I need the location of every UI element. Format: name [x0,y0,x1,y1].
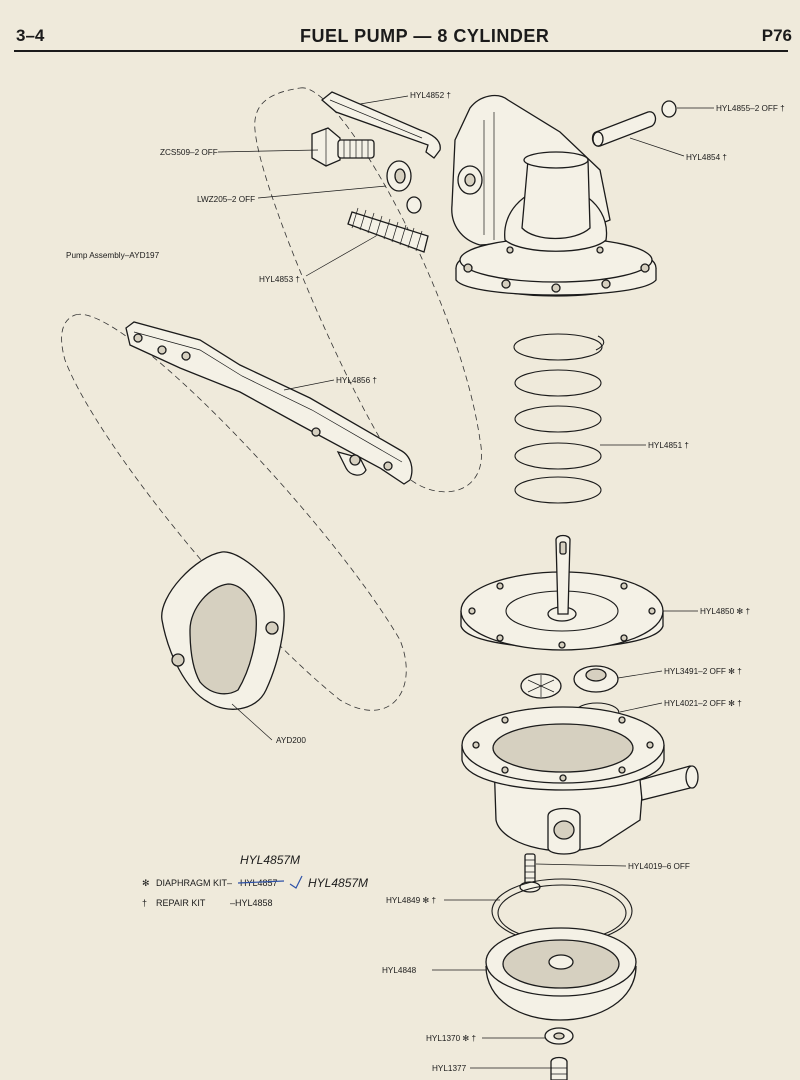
handwritten-part-number-beside: HYL4857M [308,876,368,890]
strike-through-mark [237,880,285,884]
diaphragm-part [460,534,664,651]
repair-kit-symbol: † [142,898,147,908]
label-zcs509: ZCS509–2 OFF [160,148,218,157]
label-hyl4855: HYL4855–2 OFF † [716,104,785,113]
pin-clip-part [661,100,677,118]
label-hyl4853: HYL4853 † [259,275,300,284]
label-hyl4850: HYL4850 ✻ † [700,607,750,616]
lock-washer-part [386,160,412,192]
label-hyl4856: HYL4856 † [336,376,377,385]
bolt-part [311,127,375,167]
small-bush-part [406,196,422,214]
page-number: P76 [761,26,792,45]
label-hyl4848: HYL4848 [382,966,417,975]
label-hyl4852: HYL4852 † [410,91,451,100]
repair-kit-label: REPAIR KIT [156,898,206,908]
rocker-spring-part [347,207,429,253]
label-hyl4021: HYL4021–2 OFF ✻ † [664,699,742,708]
repair-kit-part: –HYL4858 [230,898,273,908]
section-number: 3–4 [16,26,45,45]
handwritten-check-mark [289,875,303,889]
label-hyl4854: HYL4854 † [686,153,727,162]
label-hyl4849: HYL4849 ✻ † [386,896,436,905]
bottom-cover-part [485,927,637,1021]
kit-legend: ✻ DIAPHRAGM KIT– HYL4857 † REPAIR KIT –H… [142,878,285,908]
label-lwz205: LWZ205–2 OFF [197,195,255,204]
upper-body-part [451,94,657,297]
lower-body-part [461,706,699,855]
body-screw-part [519,853,541,893]
flange-gasket-part [161,551,285,710]
page-title: FUEL PUMP — 8 CYLINDER [300,26,550,46]
alignment-ellipse-lower [61,313,407,711]
label-hyl1377: HYL1377 [432,1064,467,1073]
leader-lines [217,95,714,1069]
header-rule [14,50,788,52]
diaphragm-kit-part: HYL4857 [240,878,278,888]
diaphragm-spring-part [513,333,605,504]
alignment-ellipse-upper [254,87,482,493]
label-hyl1370: HYL1370 ✻ † [426,1034,476,1043]
sealing-washer-part [544,1027,574,1045]
cover-stud-part [550,1056,568,1080]
diaphragm-kit-symbol: ✻ [142,878,150,888]
diaphragm-kit-label: DIAPHRAGM KIT– [156,878,232,888]
handwritten-part-number-above: HYL4857M [240,853,300,867]
label-ayd200: AYD200 [276,736,306,745]
rocker-pin-part [591,111,657,147]
rocker-clip-part [320,91,441,159]
label-hyl3491: HYL3491–2 OFF ✻ † [664,667,742,676]
label-hyl4019: HYL4019–6 OFF [628,862,690,871]
assembly-label: Pump Assembly–AYD197 [66,251,160,260]
rocker-arm-part [125,321,413,485]
valve-parts [520,665,619,699]
label-hyl4851: HYL4851 † [648,441,689,450]
